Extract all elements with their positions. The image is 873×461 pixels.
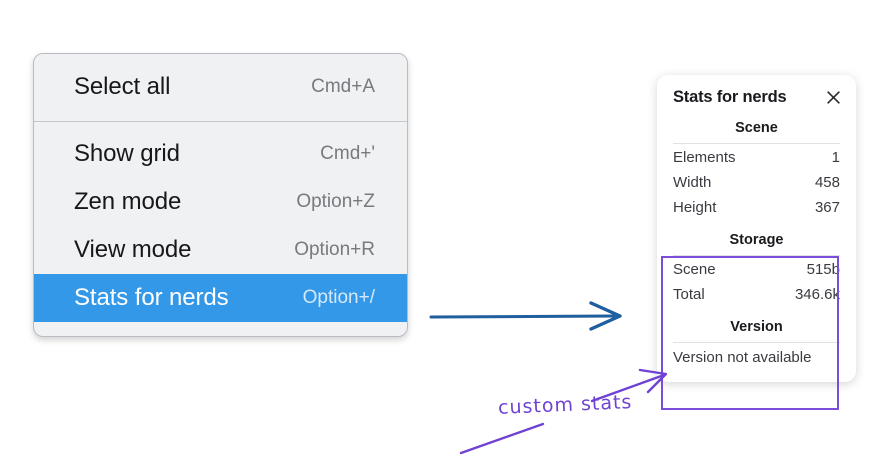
menu-item-shortcut: Cmd+' [320,143,375,164]
section-divider [673,255,840,256]
section-heading-storage: Storage [729,232,784,248]
menu-group-2: Show grid Cmd+' Zen mode Option+Z View m… [34,122,407,322]
menu-item-show-grid[interactable]: Show grid Cmd+' [34,130,407,178]
stat-row-height: Height 367 [657,194,856,219]
menu-item-shortcut: Option+Z [296,191,375,212]
stat-row-storage-total: Total 346.6k [657,281,856,306]
stat-label: Elements [673,149,736,166]
menu-footer-spacer [34,322,407,336]
menu-group-1: Select all Cmd+A [34,54,407,121]
stat-label: Scene [673,261,716,278]
stat-row-storage-scene: Scene 515b [657,256,856,281]
stat-value: 346.6k [794,286,840,303]
stat-label: Width [673,174,712,191]
close-icon[interactable] [825,89,842,106]
flow-arrow-icon [429,301,622,331]
menu-item-shortcut: Option+/ [302,287,375,308]
stat-value: 1 [831,149,840,166]
menu-item-label: Zen mode [74,188,182,215]
panel-title: Stats for nerds [673,88,787,106]
section-divider [673,342,840,343]
menu-item-shortcut: Cmd+A [311,76,375,97]
menu-item-stats-for-nerds[interactable]: Stats for nerds Option+/ [34,274,407,322]
section-heading-version: Version [730,319,783,335]
stat-value: 367 [814,199,840,216]
stat-row-elements: Elements 1 [657,144,856,169]
section-heading-scene: Scene [735,120,778,136]
menu-item-shortcut: Option+R [294,239,375,260]
menu-item-label: Select all [74,73,171,100]
menu-item-zen-mode[interactable]: Zen mode Option+Z [34,178,407,226]
stat-label: Height [673,199,717,216]
section-divider [673,143,840,144]
menu-separator [34,121,407,122]
menu-item-view-mode[interactable]: View mode Option+R [34,226,407,274]
version-value: Version not available [673,349,812,366]
stat-row-width: Width 458 [657,169,856,194]
menu-item-label: Stats for nerds [74,284,229,311]
stat-label: Total [673,286,705,303]
menu-item-select-all[interactable]: Select all Cmd+A [34,63,407,111]
menu-item-label: View mode [74,236,192,263]
callout-arrow-lower-icon [459,422,545,455]
stat-value: 515b [806,261,840,278]
custom-stats-annotation-label: custom stats [497,391,633,419]
context-menu[interactable]: Select all Cmd+A Show grid Cmd+' Zen mod… [33,53,408,337]
stats-for-nerds-panel: Stats for nerds Scene Elements 1 Width 4… [657,75,856,382]
stat-value: 458 [814,174,840,191]
menu-item-label: Show grid [74,140,180,167]
panel-header: Stats for nerds [657,87,856,107]
